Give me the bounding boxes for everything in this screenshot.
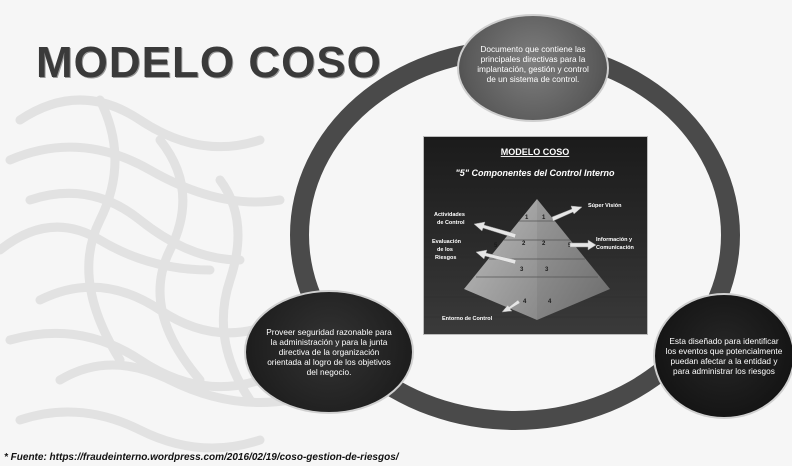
level-3-left: 3 — [520, 267, 524, 273]
level-1-left: 1 — [525, 215, 529, 221]
source-citation: * Fuente: https://fraudeinterno.wordpres… — [4, 452, 399, 463]
arrow-informacion-icon — [569, 239, 597, 251]
page-title: MODELO COSO — [36, 38, 382, 87]
coso-pyramid-figure: MODELO COSO "5" Componentes del Control … — [423, 136, 648, 335]
node-left-objective: Proveer seguridad razonable para la admi… — [244, 290, 414, 414]
label-evaluacion-2: de los — [437, 247, 453, 253]
panel-heading: MODELO COSO — [501, 147, 570, 157]
level-2-right: 2 — [542, 241, 546, 247]
label-entorno: Entorno de Control — [442, 316, 493, 322]
label-actividades-2: de Control — [437, 220, 465, 226]
pyramid-right-face — [537, 199, 610, 320]
label-informacion-2: Comunicación — [596, 245, 635, 251]
level-4-right: 4 — [548, 299, 552, 305]
node-top-text: Documento que contiene las principales d… — [477, 44, 589, 84]
panel-subtitle: "5" Componentes del Control Interno — [455, 168, 615, 178]
label-super-vision: Súper Visión — [588, 203, 622, 209]
label-actividades-1: Actividades — [434, 212, 465, 218]
arrow-evaluacion-icon — [475, 249, 517, 265]
level-5-left: 5 — [494, 243, 498, 249]
arrow-super-vision-icon — [551, 205, 583, 222]
label-evaluacion-1: Evaluación — [432, 239, 462, 245]
level-4-left: 4 — [523, 299, 527, 305]
level-2-left: 2 — [522, 241, 526, 247]
pyramid-diagram: MODELO COSO "5" Componentes del Control … — [424, 147, 647, 322]
node-left-text: Proveer seguridad razonable para la admi… — [266, 327, 392, 377]
node-right-text: Esta diseñado para identificar los event… — [665, 336, 783, 376]
node-top-definition: Documento que contiene las principales d… — [457, 14, 609, 122]
arrow-entorno-icon — [501, 299, 521, 313]
node-right-risk: Esta diseñado para identificar los event… — [653, 293, 792, 419]
level-1-right: 1 — [542, 215, 546, 221]
label-informacion-1: Información y — [596, 237, 633, 243]
level-3-right: 3 — [545, 267, 549, 273]
arrow-actividades-icon — [473, 221, 517, 239]
label-evaluacion-3: Riesgos — [435, 255, 456, 261]
